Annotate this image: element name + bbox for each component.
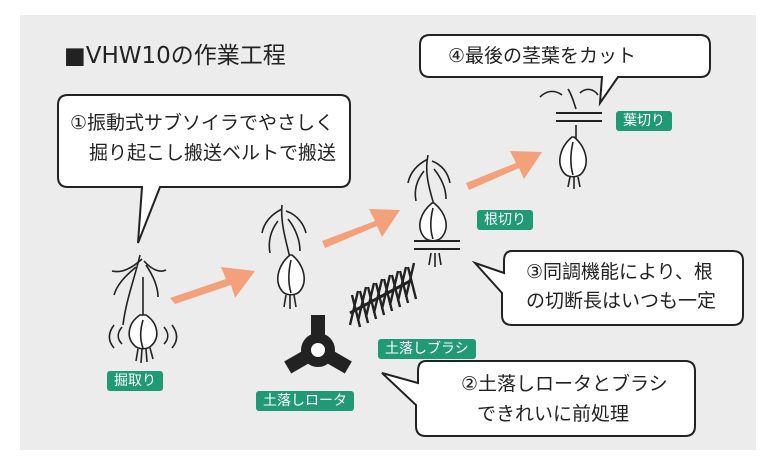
process-arrow-3 xyxy=(466,151,542,190)
garlic-plant-1 xyxy=(108,254,178,364)
process-arrow-1 xyxy=(170,267,255,304)
speech-bubble-3 xyxy=(471,250,744,326)
speech-bubble-2 xyxy=(381,360,696,437)
process-arrow-2 xyxy=(322,209,400,248)
diagram-artwork xyxy=(57,34,744,437)
bubble-2-line-1: ②土落しロータとブラシ xyxy=(461,373,668,395)
bubble-3-line-2: の切断長はいつも一定 xyxy=(526,290,717,312)
speech-bubble-4 xyxy=(419,34,711,107)
label-leaf-cut: 葉切り xyxy=(616,111,672,131)
bubble-1-line-1: ①振動式サブソイラでやさしく xyxy=(70,112,335,134)
label-rotor: 土落しロータ xyxy=(256,391,354,411)
bubble-2-line-2: できれいに前処理 xyxy=(477,403,630,425)
speech-bubble-1 xyxy=(57,94,351,244)
bubble-1-line-2: 掘り起こし搬送ベルトで搬送 xyxy=(70,142,337,164)
bubble-3-line-1: ③同調機能により、根 xyxy=(526,261,713,283)
garlic-plant-4 xyxy=(539,88,602,189)
soil-rotor xyxy=(284,315,352,374)
process-diagram-panel: ■VHW10の作業工程 ①振動式サブソイラでやさしく 掘り起こし搬送ベルトで搬送… xyxy=(20,15,756,450)
diagram-title: ■VHW10の作業工程 xyxy=(64,43,286,69)
garlic-plant-2 xyxy=(261,204,307,309)
soil-brush xyxy=(348,262,418,328)
label-brush: 土落しブラシ xyxy=(378,339,476,359)
label-root-cut: 根切り xyxy=(477,210,533,230)
bubble-4-text: ④最後の茎葉をカット xyxy=(448,45,637,67)
label-dig: 掘取り xyxy=(107,371,163,391)
garlic-plant-3 xyxy=(407,154,460,267)
